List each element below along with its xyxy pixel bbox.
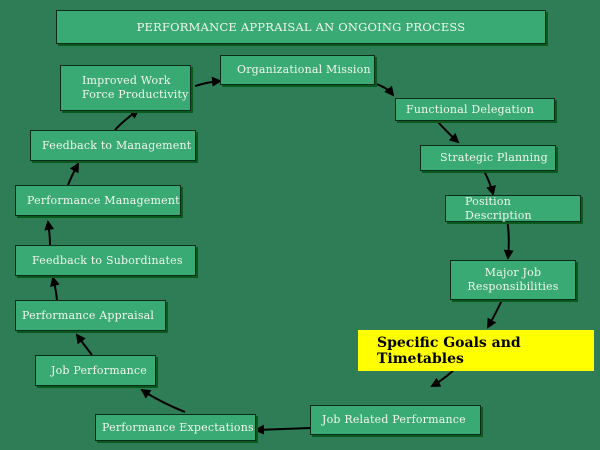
arrow-jobperf-to-appraisal (75, 333, 93, 356)
step-improved-work-force-productivity: Improved Work Force Productivity (60, 65, 191, 111)
step-performance-expectations: Performance Expectations (95, 414, 256, 441)
arrow-jobrelated-to-expectations (254, 424, 311, 435)
step-major-job-responsibilities: Major Job Responsibilities (450, 260, 576, 300)
arrow-improved-to-mission (194, 76, 222, 87)
step-organizational-mission: Organizational Mission (220, 55, 375, 85)
arrow-management-to-feedbackmgmt (67, 162, 79, 186)
arrow-expectations-to-jobperf (140, 388, 186, 413)
step-feedback-to-subordinates: Feedback to Subordinates (15, 245, 196, 276)
step-job-related-performance: Job Related Performance (310, 405, 481, 435)
step-functional-delegation: Functional Delegation (395, 98, 555, 121)
arrow-planning-to-position (483, 170, 496, 196)
arrow-position-to-major (503, 219, 514, 260)
step-feedback-to-management: Feedback to Management (30, 130, 196, 161)
arrow-subordinates-to-management (44, 220, 55, 246)
step-position-description: Position Description (445, 195, 581, 222)
diagram-title: PERFORMANCE APPRAISAL AN ONGOING PROCESS (56, 10, 546, 44)
arrow-major-to-specific (487, 299, 503, 329)
arrow-delegation-to-planning (436, 120, 460, 144)
step-job-performance: Job Performance (35, 355, 156, 386)
step-strategic-planning: Strategic Planning (420, 145, 556, 171)
step-performance-appraisal: Performance Appraisal (15, 300, 166, 331)
arrow-appraisal-to-subordinates (50, 276, 60, 301)
step-specific-goals-highlighted: Specific Goals and Timetables (358, 330, 594, 371)
step-performance-management: Performance Management (15, 185, 181, 216)
arrow-feedbackmgmt-to-improved (114, 108, 140, 131)
